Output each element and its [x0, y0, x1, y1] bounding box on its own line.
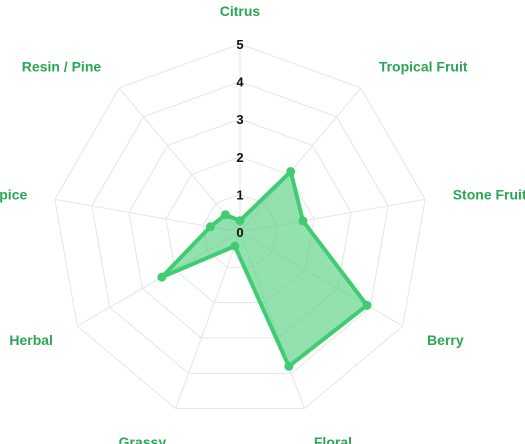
axis-label-tropical-fruit: Tropical Fruit	[379, 59, 468, 75]
axis-label-resin-pine: Resin / Pine	[22, 59, 102, 75]
series-area	[159, 169, 369, 369]
tick-label-0: 0	[236, 225, 243, 240]
tick-label-1: 1	[236, 187, 243, 202]
data-point-floral[interactable]	[284, 361, 294, 371]
axis-label-herbal: Herbal	[9, 332, 53, 348]
data-point-citrus[interactable]	[235, 216, 245, 226]
axis-label-stone-fruit: Stone Fruit	[453, 186, 525, 202]
data-point-berry[interactable]	[362, 300, 372, 310]
grid-ring-4	[91, 81, 389, 374]
grid-ring-3	[128, 118, 352, 339]
data-point-spice[interactable]	[205, 222, 215, 232]
data-point-tropical-fruit[interactable]	[286, 167, 296, 177]
axis-label-citrus: Citrus	[220, 3, 261, 19]
axis-label-spice: Spice	[0, 186, 27, 202]
data-point-stone-fruit[interactable]	[298, 216, 308, 226]
radial-tick-labels: 0 1 2 3 4 5	[236, 37, 244, 240]
radar-series-layer	[157, 167, 372, 371]
grid-spoke-grassy	[175, 231, 241, 409]
axis-label-berry: Berry	[427, 332, 464, 348]
data-point-resin-pine[interactable]	[221, 210, 230, 220]
tick-label-3: 3	[236, 112, 243, 127]
axis-label-floral: Floral	[314, 434, 352, 444]
tick-label-2: 2	[236, 150, 243, 165]
axis-label-grassy: Grassy	[119, 434, 167, 444]
tick-label-5: 5	[236, 37, 243, 52]
data-point-herbal[interactable]	[157, 272, 167, 282]
grid-ring-2	[165, 156, 315, 304]
grid-ring-5	[54, 43, 426, 410]
data-point-grassy[interactable]	[230, 241, 240, 251]
tick-label-4: 4	[236, 75, 244, 90]
grid-spoke-resin-pine	[118, 87, 241, 233]
